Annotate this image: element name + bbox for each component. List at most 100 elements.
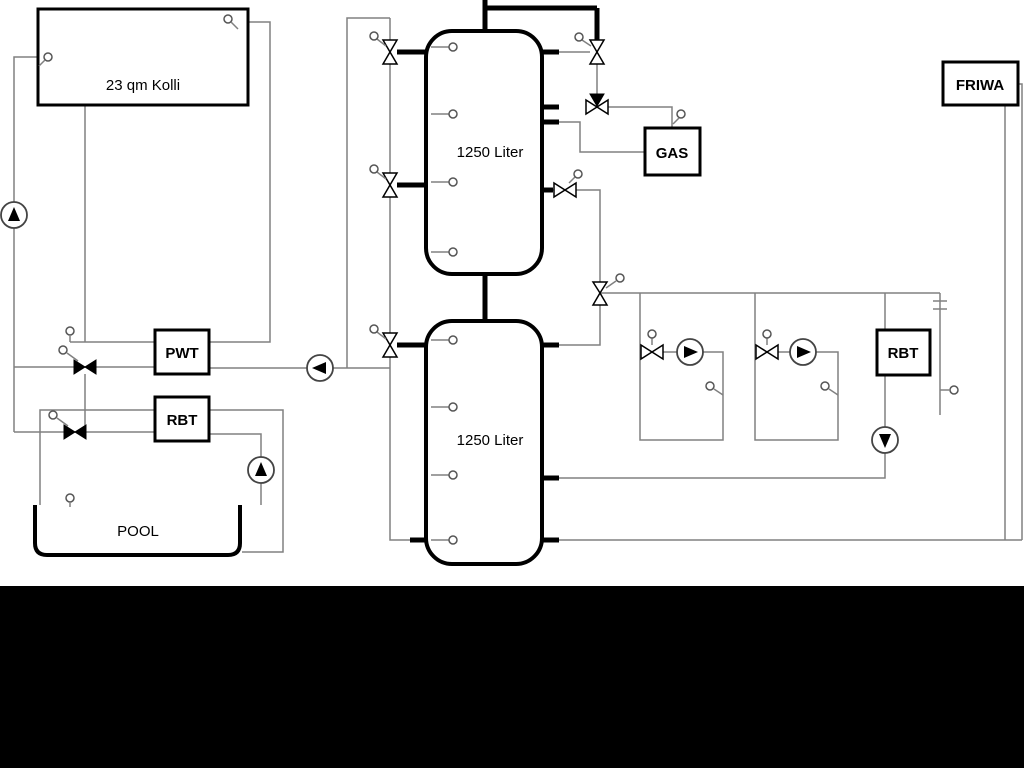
rbt-left-box: RBT	[153, 395, 211, 443]
valve-motor-triangle	[589, 93, 605, 107]
letterbox-bottom	[0, 586, 1024, 768]
pipe-rbt-to-pool-right	[209, 409, 284, 553]
valve-actuator-stem	[376, 171, 387, 180]
pipe-manifold-vertical	[389, 18, 412, 541]
hydraulic-diagram: 23 qm Kolli 1250 Liter 1250 Liter GAS	[0, 0, 1023, 566]
pipe-heating-circuit-1	[639, 293, 724, 441]
valve-triangle	[553, 181, 567, 199]
pool-basin: POOL	[33, 493, 242, 557]
valve-charge-3way	[591, 273, 625, 306]
valve-heating-1	[640, 329, 664, 361]
tank-stubs-left	[397, 49, 428, 543]
friwa-box: FRIWA	[941, 60, 1020, 107]
valve-actuator-stem	[376, 38, 387, 47]
tank-sensor-icon	[448, 470, 458, 480]
tank-sensor-icon	[448, 247, 458, 257]
pump-rbt-right	[871, 426, 899, 454]
rbt-left-label: RBT	[167, 412, 198, 429]
lower-tank-sensor-stems	[431, 339, 449, 541]
valve-triangle	[588, 50, 606, 65]
valve-actuator-icon	[369, 31, 379, 41]
pipe-heating-circuit-2	[754, 293, 839, 441]
gas-outline	[643, 126, 702, 177]
pipe-rbt-right-loop	[559, 293, 886, 479]
valve-solar-left	[58, 345, 97, 375]
valve-triangle	[381, 332, 399, 347]
pump-heating-2	[789, 338, 817, 366]
valve-triangle	[765, 343, 779, 361]
circuit2-sensor-stem	[828, 388, 839, 396]
upper-tank-label: 1250 Liter	[457, 144, 524, 161]
valve-triangle	[591, 281, 609, 295]
valve-actuator-stem	[568, 176, 576, 184]
pipe-manifold-bypass	[346, 17, 390, 368]
rbt-right-label: RBT	[888, 345, 919, 362]
valve-tank-mid	[553, 169, 583, 199]
rbt-left-outline	[153, 395, 211, 443]
pump-arrow-right-icon	[797, 346, 811, 358]
valve-triangle	[63, 424, 76, 440]
collector-label: 23 qm Kolli	[106, 77, 180, 94]
tank-stubs-right	[541, 49, 559, 543]
pwt-box: PWT	[153, 328, 211, 376]
pump-arrow-left-icon	[312, 362, 326, 374]
pump-arrow-up-icon	[255, 462, 267, 476]
collector-sensor-icon	[223, 14, 233, 24]
valve-triangle	[650, 343, 664, 361]
pipe-collector-left-down	[13, 56, 38, 432]
tank-sensor-icon	[448, 42, 458, 52]
valve-triangle	[73, 359, 86, 375]
rbt-right-sensor-icon	[949, 385, 959, 395]
valve-triangle	[381, 50, 399, 65]
friwa-label: FRIWA	[956, 77, 1004, 94]
valve-triangle	[755, 343, 769, 361]
tank-sensor-icon	[448, 402, 458, 412]
valve-triangle	[640, 343, 654, 361]
collector-box: 23 qm Kolli	[36, 7, 250, 107]
pump-heating-1	[676, 338, 704, 366]
pool-label: POOL	[117, 523, 159, 540]
valve-actuator-icon	[615, 273, 625, 283]
valve-actuator-stem	[605, 280, 617, 289]
pool-outline	[33, 505, 242, 557]
collector-sensor2-stem	[38, 59, 46, 67]
pump-solar	[0, 201, 28, 229]
pump-arrow-right-icon	[684, 346, 698, 358]
gas-line-sensor-icon	[676, 109, 686, 119]
upper-tank-outline	[424, 29, 544, 276]
lower-tank-sensors	[431, 335, 458, 545]
valve-triangle	[381, 39, 399, 54]
valve-actuator-icon	[573, 169, 583, 179]
upper-tank-sensors	[431, 42, 458, 257]
lower-tank: 1250 Liter	[424, 319, 544, 566]
valve-actuator-stem	[66, 352, 79, 362]
pipe-gas-left	[559, 121, 645, 153]
collector-outline	[36, 7, 250, 107]
pwt-line-sensor-icon	[65, 326, 75, 336]
valve-triangle	[381, 172, 399, 187]
upper-tank: 1250 Liter	[424, 29, 544, 276]
pump-arrow-down-icon	[879, 434, 891, 448]
valve-triangle	[381, 343, 399, 358]
lower-tank-label: 1250 Liter	[457, 432, 524, 449]
valve-triangle	[381, 183, 399, 198]
valve-actuator-icon	[58, 345, 68, 355]
valve-triangle	[595, 98, 609, 116]
pipe-rbt-to-pool-left	[39, 409, 155, 505]
tank-sensor-icon	[448, 109, 458, 119]
valve-actuator-icon	[574, 32, 584, 42]
pump-pool	[247, 456, 275, 484]
valve-triangle	[563, 181, 577, 199]
circuit2-sensor-icon	[820, 381, 830, 391]
gas-label: GAS	[656, 145, 689, 162]
valve-triangle	[84, 359, 97, 375]
valve-actuator-icon	[369, 164, 379, 174]
valve-actuator-stem	[376, 331, 387, 340]
pipe-pwt-to-collector-right	[209, 21, 271, 343]
tank-sensor-icon	[448, 335, 458, 345]
gas-line-sensor-stem	[672, 117, 680, 125]
friwa-outline	[941, 60, 1020, 107]
valve-actuator-icon	[369, 324, 379, 334]
valve-gas-3way	[585, 93, 609, 116]
circuit1-sensor-icon	[705, 381, 715, 391]
